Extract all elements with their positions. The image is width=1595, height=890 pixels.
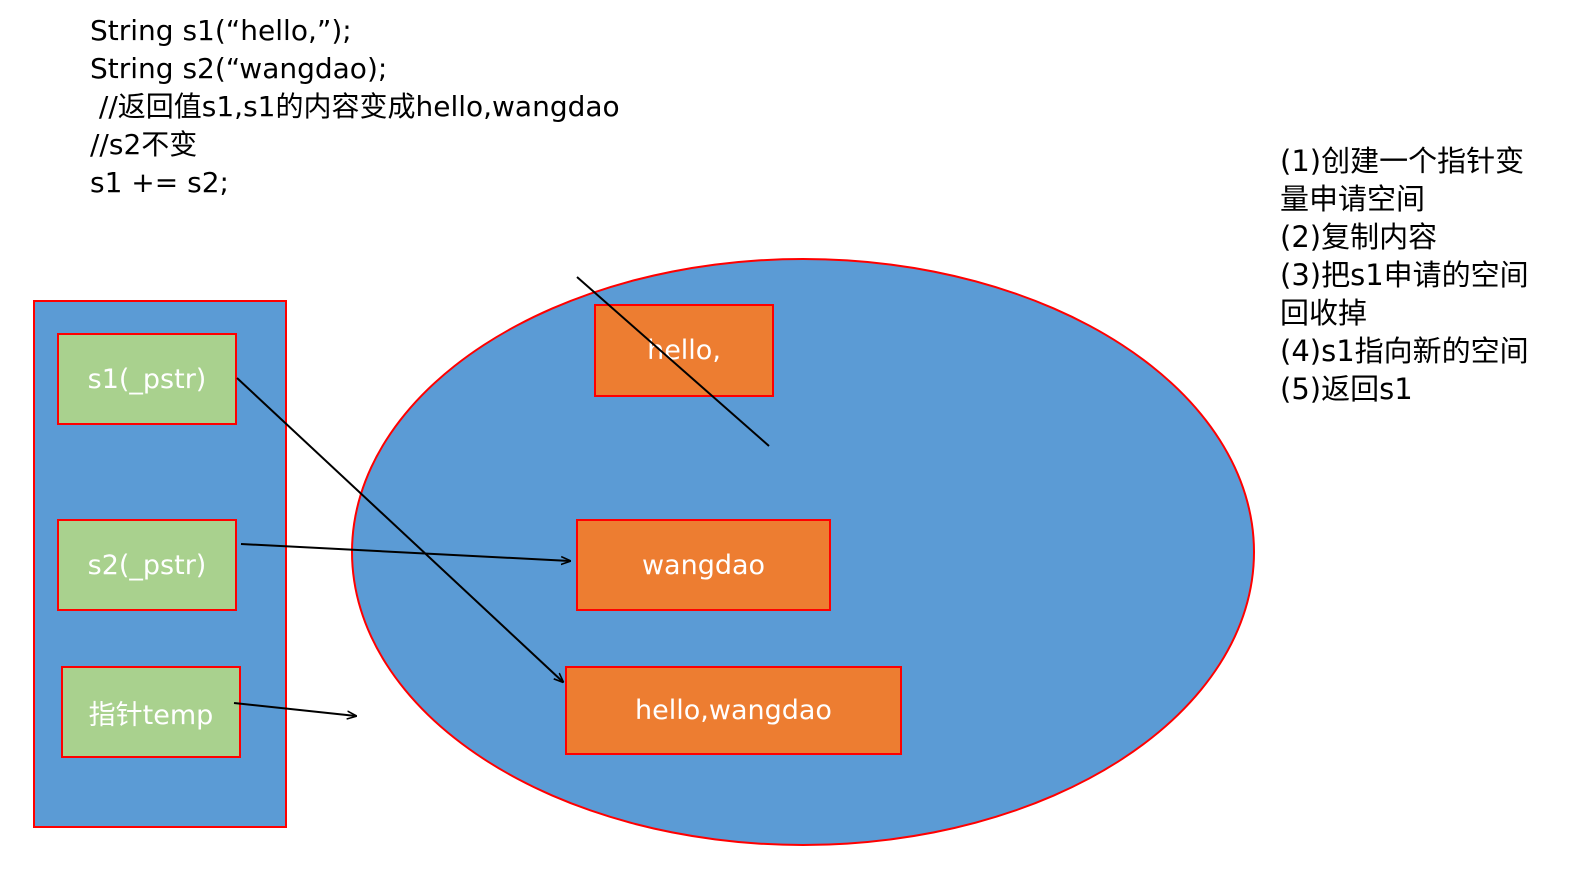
code-line-2: String s2(“wangdao); — [90, 52, 388, 85]
code-line-5: s1 += s2; — [90, 166, 229, 199]
step-line-5: 回收掉 — [1280, 296, 1368, 330]
steps-list: (1)创建一个指针变 量申请空间 (2)复制内容 (3)把s1申请的空间 回收掉… — [1280, 142, 1580, 408]
step-line-6: (4)s1指向新的空间 — [1280, 334, 1529, 368]
s1-pointer-box: s1(_pstr) — [57, 333, 237, 425]
temp-pointer-box: 指针temp — [61, 666, 241, 758]
wangdao-block: wangdao — [576, 519, 831, 611]
code-line-1: String s1(“hello,”); — [90, 14, 352, 47]
hello-wangdao-block: hello,wangdao — [565, 666, 902, 755]
step-line-4: (3)把s1申请的空间 — [1280, 258, 1529, 292]
old-hello-block: hello, — [594, 304, 774, 397]
step-line-3: (2)复制内容 — [1280, 220, 1438, 254]
code-line-4: //s2不变 — [90, 128, 198, 161]
s2-pointer-box: s2(_pstr) — [57, 519, 237, 611]
step-line-7: (5)返回s1 — [1280, 372, 1413, 406]
step-line-2: 量申请空间 — [1280, 182, 1426, 216]
code-snippet: String s1(“hello,”); String s2(“wangdao)… — [90, 12, 620, 202]
step-line-1: (1)创建一个指针变 — [1280, 144, 1525, 178]
code-line-3: //返回值s1,s1的内容变成hello,wangdao — [90, 90, 620, 123]
